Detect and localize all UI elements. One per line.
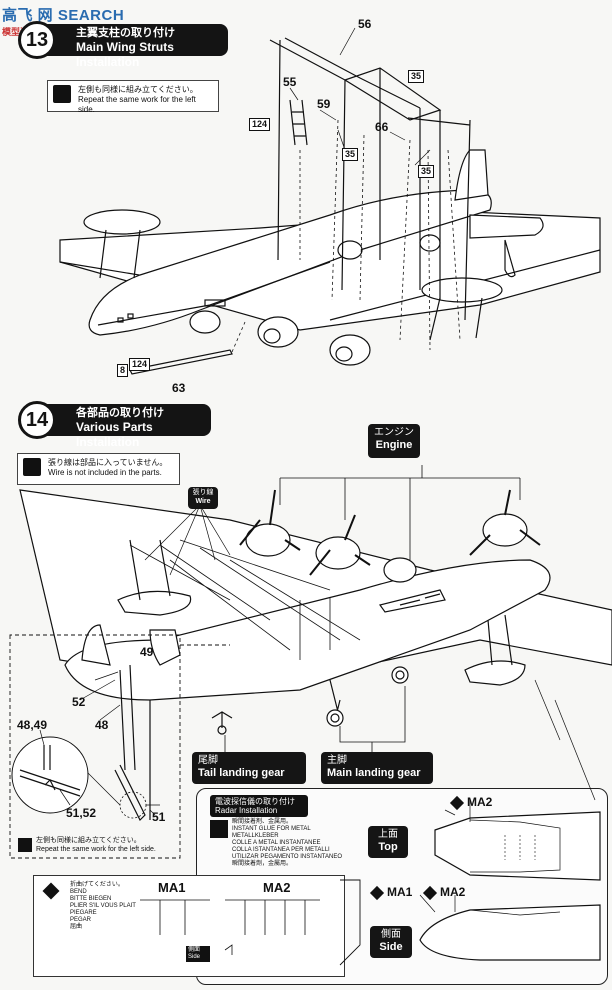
bend-line-1: 折曲げてください。: [70, 882, 124, 888]
part-51-52: 51,52: [66, 806, 97, 820]
detail-note-en: Repeat the same work for the left side.: [36, 846, 156, 853]
ma1-bend-label: MA1: [158, 880, 186, 895]
part-48: 48: [95, 718, 109, 732]
glue-diamond-icon: [449, 795, 465, 810]
side-view-label: 側面 Side: [370, 926, 412, 958]
part-8: 8: [117, 364, 129, 377]
step-13-title-en: Main Wing Struts Installation: [76, 40, 174, 69]
top-label-en: Top: [378, 841, 398, 853]
step-13-number: 13: [18, 21, 56, 59]
tail-gear-jp: 尾脚: [198, 755, 218, 766]
bend-line-3: BITTE BIEGEN: [70, 896, 112, 902]
step-14-header: 各部品の取り付け Various Parts Installation: [28, 404, 211, 449]
step-13-header: 主翼支柱の取り付け Main Wing Struts Installation: [28, 24, 228, 69]
glue-line-6: UTILIZAR PEGAMENTO INSTANTANEO: [232, 854, 343, 860]
detail-box-note: 左側も同様に組み立てください。 Repeat the same work for…: [16, 836, 176, 856]
part-66: 66: [375, 120, 389, 134]
wire-label-en: Wire: [195, 498, 211, 505]
ma2-side-callout: MA2: [422, 885, 466, 900]
step-14-note-en: Wire is not included in the parts.: [48, 468, 162, 477]
pencil-icon: [53, 85, 71, 103]
side-label-jp: 側面: [381, 929, 401, 940]
part-55: 55: [283, 75, 297, 89]
side-label-en: Side: [379, 941, 403, 953]
step-13-note-en: Repeat the same work for the left side.: [78, 95, 196, 114]
glue-line-7: 瞬間接着劑，金屬用。: [232, 861, 293, 867]
part-35-mid: 35: [342, 148, 359, 161]
side-tag: 側面 Side: [186, 946, 210, 962]
pencil-icon: [23, 458, 41, 476]
tail-gear-en: Tail landing gear: [198, 767, 285, 779]
step-14-title-en: Various Parts Installation: [76, 420, 153, 449]
ma2-top-text: MA2: [467, 795, 493, 809]
part-49: 49: [140, 645, 154, 659]
bend-line-4: PLIER S'IL VOUS PLAIT: [70, 903, 136, 909]
step-13-note-jp: 左側も同様に組み立てください。: [78, 85, 198, 94]
ma2-side-text: MA2: [440, 885, 466, 899]
part-124-strut: 124: [129, 358, 151, 371]
bend-instructions: 折曲げてください。 BEND BITTE BIEGEN PLIER S'IL V…: [70, 882, 140, 931]
ma1-side-callout: MA1: [369, 885, 413, 900]
step-14-number: 14: [18, 401, 56, 439]
step-14-note: 張り線は部品に入っていません。 Wire is not included in …: [17, 453, 180, 485]
part-35-top: 35: [408, 70, 425, 83]
bend-line-6: PEGAR: [70, 917, 92, 923]
part-59: 59: [317, 97, 331, 111]
glue-instructions: 瞬間接着剤、金属用。 INSTANT GLUE FOR METAL METALL…: [232, 819, 352, 868]
main-landing-gear-label: 主脚 Main landing gear: [321, 752, 433, 784]
step-13-note: 左側も同様に組み立てください。 Repeat the same work for…: [47, 80, 219, 114]
wire-label-jp: 張り線: [192, 489, 214, 496]
glue-diamond-icon: [422, 885, 438, 900]
part-48-49: 48,49: [17, 718, 48, 732]
step-14-note-jp: 張り線は部品に入っていません。: [48, 458, 168, 467]
glue-line-1: 瞬間接着剤、金属用。: [232, 819, 293, 825]
bend-line-7: 屈曲: [70, 924, 83, 930]
watermark-main: 高飞 网 SEARCH: [2, 7, 125, 24]
ma2-top-callout: MA2: [449, 795, 493, 810]
part-124-ladder: 124: [249, 118, 271, 131]
radar-title-en: Radar Installation: [215, 806, 278, 815]
radar-title-jp: 電波探信儀の取り付け: [215, 797, 295, 806]
bend-line-5: PIEGARE: [70, 910, 97, 916]
engine-label-jp: エンジン: [374, 427, 414, 438]
step-14-title-jp: 各部品の取り付け: [76, 407, 164, 419]
radar-header: 電波探信儀の取り付け Radar Installation: [210, 795, 308, 817]
glue-line-2: INSTANT GLUE FOR METAL: [232, 826, 311, 832]
part-52: 52: [72, 695, 86, 709]
part-56: 56: [358, 17, 372, 31]
engine-label-en: Engine: [375, 439, 413, 451]
detail-note-jp: 左側も同様に組み立てください。: [36, 837, 141, 844]
part-51: 51: [152, 810, 166, 824]
glue-line-4: COLLE A METAL INSTANTANEE: [232, 840, 321, 846]
top-view-label: 上面 Top: [368, 826, 408, 858]
glue-diamond-icon: [369, 885, 385, 900]
wire-label: 張り線 Wire: [188, 487, 218, 509]
tail-landing-gear-label: 尾脚 Tail landing gear: [192, 752, 306, 784]
glue-line-3: METALLKLEBER: [232, 833, 279, 839]
main-gear-jp: 主脚: [327, 755, 347, 766]
ma2-bend-label: MA2: [263, 880, 291, 895]
pencil-icon: [18, 838, 32, 852]
bend-line-2: BEND: [70, 889, 87, 895]
part-63: 63: [172, 381, 186, 395]
step-13-title-jp: 主翼支柱の取り付け: [76, 27, 175, 39]
glue-icon: [210, 820, 228, 838]
top-label-jp: 上面: [378, 829, 398, 840]
main-gear-en: Main landing gear: [327, 767, 421, 779]
part-35-right: 35: [418, 165, 435, 178]
glue-line-5: COLLA ISTANTANEA PER METALLI: [232, 847, 330, 853]
ma1-side-text: MA1: [387, 885, 413, 899]
engine-label: エンジン Engine: [368, 424, 420, 458]
